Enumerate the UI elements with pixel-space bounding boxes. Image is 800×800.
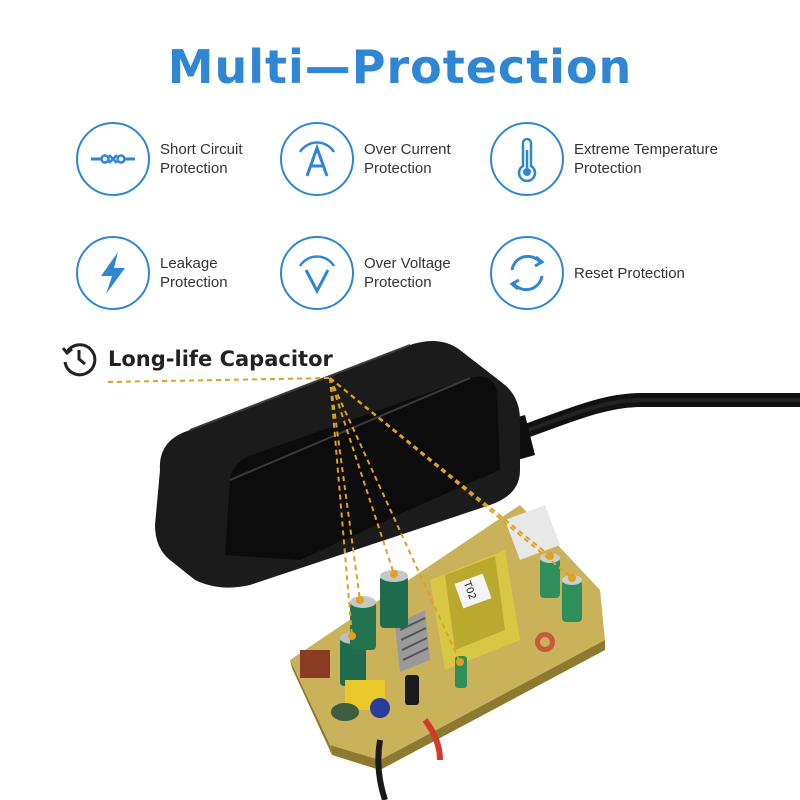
reset-icon: [490, 236, 564, 310]
feature-label: Leakage Protection: [160, 255, 228, 291]
feature-short-circuit: Short Circuit Protection: [76, 122, 330, 196]
page-title: Multi—Protection: [167, 40, 633, 94]
feature-label: Short Circuit Protection: [160, 141, 243, 177]
callout-points: [348, 552, 576, 666]
feature-over-current: Over Current Protection: [280, 122, 534, 196]
clock-icon: [61, 343, 97, 377]
capacitor: [380, 570, 408, 628]
lightning-icon: [76, 236, 150, 310]
feature-label: Over Current Protection: [364, 141, 451, 177]
feature-label: Over Voltage Protection: [364, 255, 451, 291]
feature-leakage: Leakage Protection: [76, 236, 330, 310]
capacitor-label: Long-life Capacitor: [108, 347, 333, 371]
capacitor: [350, 596, 376, 650]
adapter-illustration: T02: [107, 341, 800, 800]
capacitor: [562, 575, 582, 622]
feature-extreme-temperature: Extreme Temperature Protection: [490, 122, 744, 196]
feature-reset: Reset Protection: [490, 236, 744, 310]
capacitor-callout: Long-life Capacitor: [60, 340, 333, 378]
feature-over-voltage: Over Voltage Protection: [280, 236, 534, 310]
feature-label: Extreme Temperature Protection: [574, 141, 718, 177]
short-circuit-icon: [76, 122, 150, 196]
feature-label: Reset Protection: [574, 264, 685, 282]
ampere-icon: [280, 122, 354, 196]
capacitor-callout-lines: [107, 377, 573, 663]
thermometer-icon: [490, 122, 564, 196]
volt-icon: [280, 236, 354, 310]
